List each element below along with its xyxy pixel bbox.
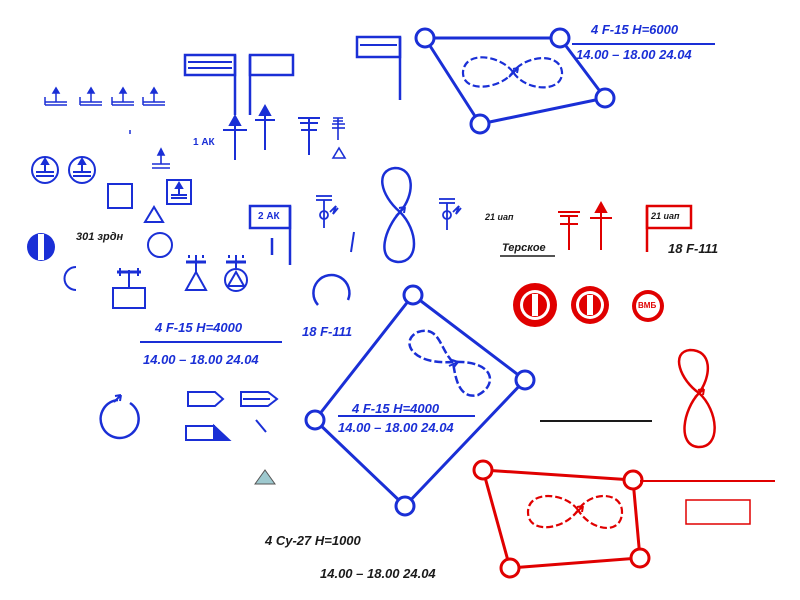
radar-station-2 [331, 117, 347, 159]
figure-eight-vertical-red [677, 348, 716, 449]
radio-station-symbol-1 [316, 195, 339, 228]
label-vmb: ВМБ [638, 301, 657, 310]
red-target-circle-2 [571, 286, 609, 324]
arrow-1ak [223, 113, 247, 160]
antenna-symbol-small [152, 147, 170, 169]
circle-symbol [147, 232, 173, 258]
arc-symbol-left [63, 266, 77, 291]
flag-2ak [248, 204, 292, 265]
arc-symbol-f111 [312, 273, 351, 306]
zrdn-circle-symbol [27, 233, 55, 261]
time-center: 14.00 – 18.00 24.04 [338, 420, 454, 435]
square-symbol [107, 183, 133, 209]
sam-launcher-circle [224, 255, 248, 292]
figure-eight-vertical-blue [381, 166, 416, 264]
air-defense-symbol-2 [68, 156, 96, 184]
red-vmb-circle [632, 290, 664, 322]
patrol-zone-top-right [414, 27, 616, 135]
arrow-single [255, 103, 275, 150]
flag-headquarters-1 [183, 53, 237, 115]
label-f111-blue: 18 F-111 [302, 324, 353, 339]
triangle-symbol [143, 205, 165, 223]
time-top-right: 14.00 – 18.00 24.04 [576, 47, 692, 62]
flag-headquarters-3 [355, 35, 402, 100]
title-left: 4 F-15 H=4000 [155, 320, 243, 335]
title-top-right: 4 F-15 H=6000 [591, 22, 679, 37]
label-f111-red: 18 F-111 [668, 241, 719, 256]
label-2ak: 2 АК [258, 211, 280, 222]
filled-triangle-marker [254, 469, 276, 485]
air-defense-symbol-1 [31, 156, 59, 184]
red-empty-box [685, 499, 751, 525]
pointer-shape-2 [240, 391, 279, 407]
diagonal-tick [255, 419, 267, 433]
label-1ak: 1 АК [193, 137, 215, 148]
label-zrdn: 301 зрдн [76, 231, 124, 243]
tick-mark [350, 231, 355, 253]
title-bottom: 4 Су-27 H=1000 [265, 533, 361, 548]
label-terskoe: Терское [502, 242, 546, 254]
radio-station-symbol-2 [439, 198, 462, 230]
red-target-circle-1 [513, 283, 557, 327]
boxed-antenna-symbol [166, 179, 192, 205]
red-arrow-symbol [590, 200, 612, 250]
sam-launcher-box [112, 268, 146, 309]
red-flag-21iap [645, 204, 693, 252]
time-bottom: 14.00 – 18.00 24.04 [320, 566, 436, 581]
patrol-zone-center [304, 284, 536, 517]
figure-eight-center [408, 329, 492, 397]
label-iap-left: 21 иап [485, 212, 514, 222]
sam-launcher-triangle [184, 255, 208, 291]
flag-headquarters-2 [248, 53, 295, 115]
radar-station-1 [298, 117, 320, 155]
patrol-zone-red [472, 459, 651, 579]
red-radar-station [558, 211, 580, 250]
loop-arrow-symbol [99, 394, 140, 440]
pointer-shape-1 [187, 391, 225, 407]
title-center: 4 F-15 H=4000 [352, 401, 440, 416]
antenna-row [44, 86, 165, 134]
label-iap-flag: 21 иап [651, 211, 680, 221]
figure-eight-top-right [461, 56, 564, 89]
figure-eight-red [526, 494, 624, 529]
time-left: 14.00 – 18.00 24.04 [143, 352, 259, 367]
pointer-shape-3 [185, 423, 232, 441]
